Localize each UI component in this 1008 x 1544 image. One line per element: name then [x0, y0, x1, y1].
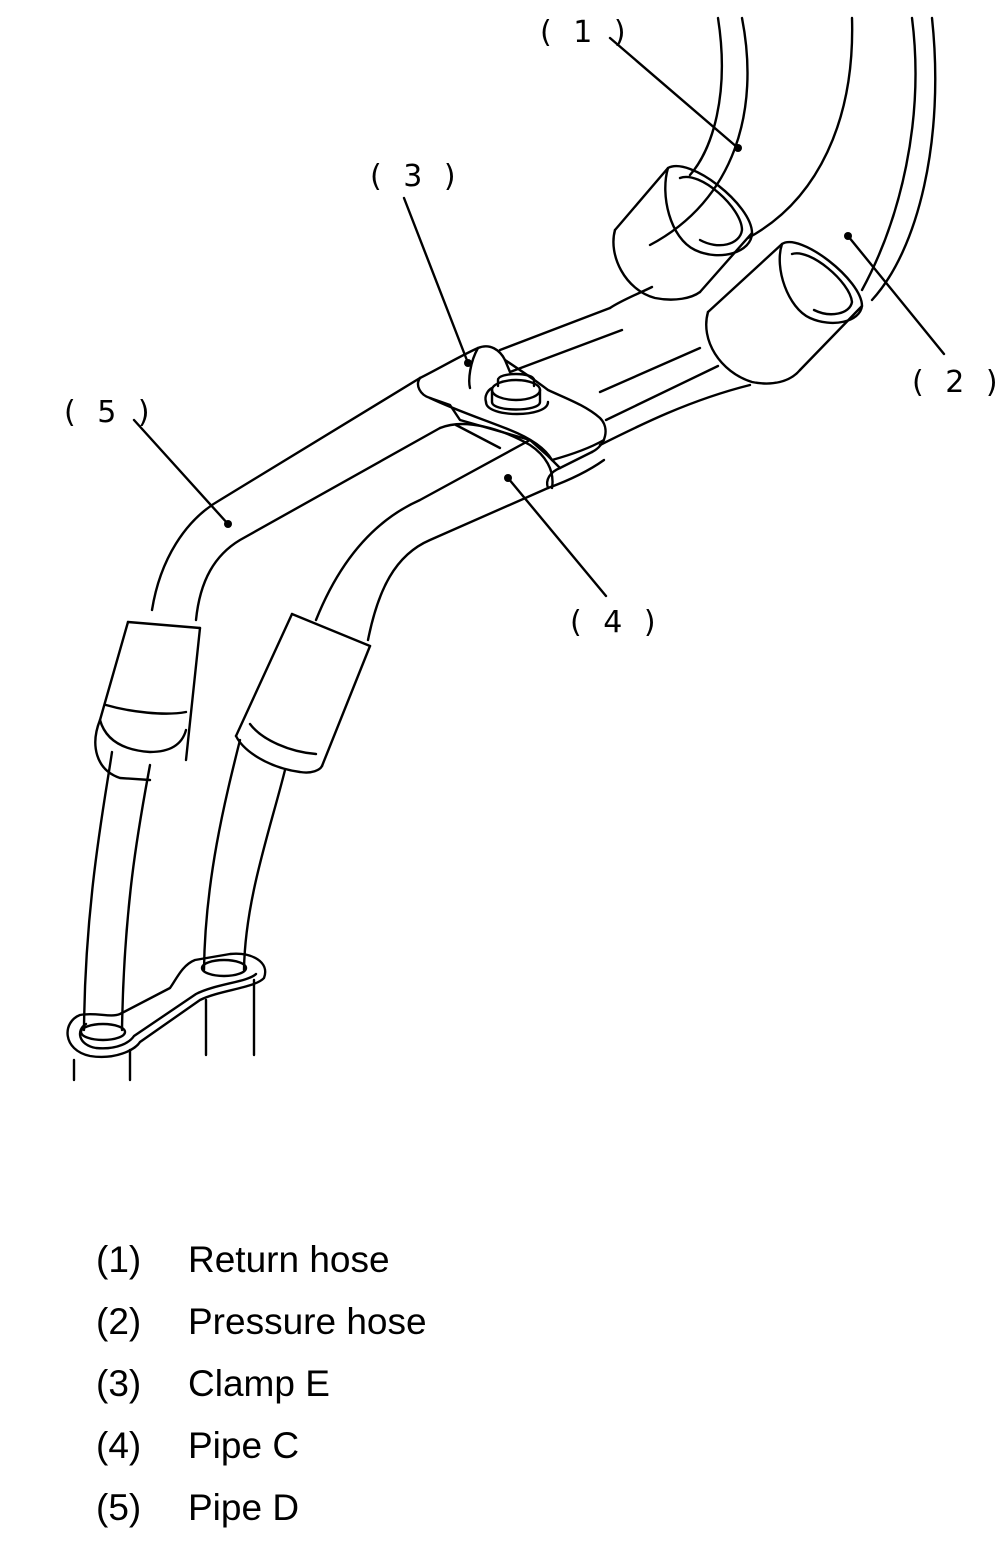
- base-plate: [66, 952, 267, 1082]
- legend-number: (3): [96, 1362, 142, 1404]
- clamp-e: [416, 345, 607, 490]
- callout-2: ( 2 ): [912, 365, 1004, 400]
- legend-label: Pipe C: [188, 1424, 300, 1466]
- legend-label: Clamp E: [188, 1362, 330, 1404]
- return-hose-fitting: [612, 165, 754, 301]
- callout-1: ( 1 ): [540, 15, 632, 50]
- legend-label: Pressure hose: [188, 1300, 427, 1342]
- legend-item: (2) Pressure hose: [96, 1290, 796, 1352]
- legend-item: (4) Pipe C: [96, 1414, 796, 1476]
- legend-item: (3) Clamp E: [96, 1352, 796, 1414]
- legend-number: (1): [96, 1238, 142, 1280]
- legend-number: (5): [96, 1486, 142, 1528]
- legend-label: Pipe D: [188, 1486, 300, 1528]
- leader-lines: [132, 36, 946, 598]
- return-hose: [608, 16, 854, 310]
- legend-item: (1) Return hose: [96, 1228, 796, 1290]
- pipe-c: [202, 438, 550, 972]
- legend: (1) Return hose (2) Pressure hose (3) Cl…: [96, 1228, 796, 1538]
- callout-5: ( 5 ): [64, 395, 156, 430]
- legend-number: (2): [96, 1300, 142, 1342]
- legend-number: (4): [96, 1424, 142, 1466]
- legend-item: (5) Pipe D: [96, 1476, 796, 1538]
- pipe-d: [82, 376, 442, 1032]
- pipe-segments-upper: [498, 306, 720, 422]
- legend-label: Return hose: [188, 1238, 390, 1280]
- pressure-hose: [598, 16, 937, 447]
- callout-4: ( 4 ): [570, 605, 662, 640]
- callout-3: ( 3 ): [370, 159, 462, 194]
- pressure-hose-fitting: [705, 241, 864, 385]
